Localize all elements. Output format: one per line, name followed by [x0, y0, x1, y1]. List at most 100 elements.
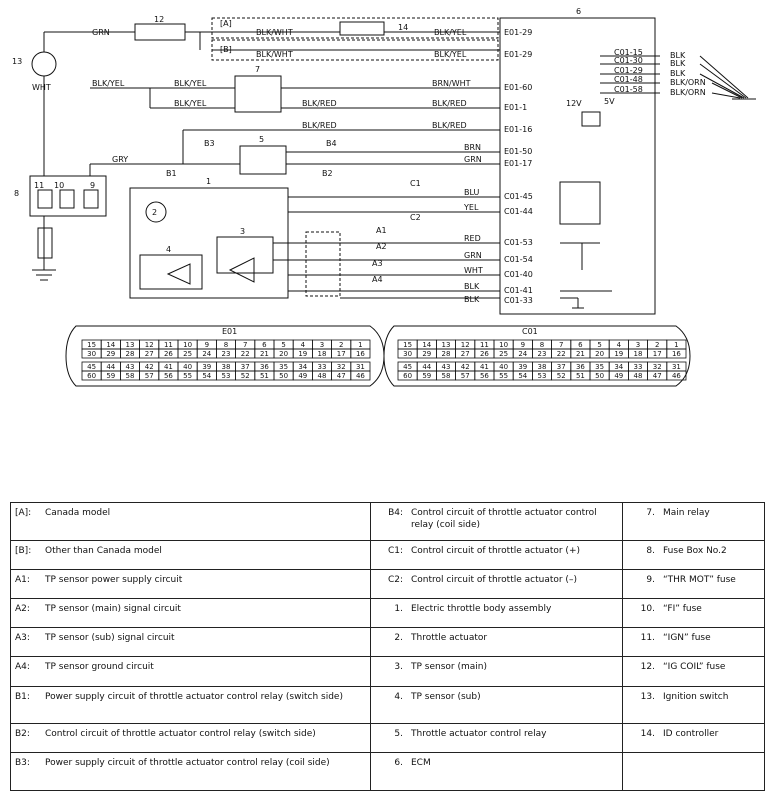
- wire-brn: BRN: [464, 143, 481, 152]
- legend-key: 3.: [394, 662, 403, 673]
- connector-pin-number: 60: [87, 372, 96, 380]
- pin-e01-29b: E01-29: [504, 50, 532, 59]
- fuse-box: [29, 175, 107, 217]
- connector-pin-number: 1: [674, 341, 678, 349]
- legend-cell: B3:Power supply circuit of throttle actu…: [10, 752, 371, 791]
- pin-c01-44: C01-44: [504, 207, 533, 216]
- wire-gnd-blk-orn1: BLK/ORN: [670, 78, 706, 87]
- connector-pin-number: 28: [442, 350, 451, 358]
- connector-pin-number: 56: [480, 372, 489, 380]
- connector-pin-number: 40: [183, 363, 192, 371]
- legend-cell: C2:Control circuit of throttle actuator …: [370, 568, 623, 599]
- connector-pin-number: 15: [403, 341, 412, 349]
- legend-key: 9.: [646, 574, 655, 585]
- wire-grn-17: GRN: [464, 155, 482, 164]
- throttle-actuator-motor: [145, 201, 167, 223]
- connector-pin-number: 49: [614, 372, 623, 380]
- wire-gnd-blk2: BLK: [670, 59, 686, 68]
- connector-pin-number: 27: [145, 350, 154, 358]
- connector-pin-number: 35: [595, 363, 604, 371]
- pin-c01-30: C01-30: [614, 56, 643, 65]
- legend-value: TP sensor (main) signal circuit: [45, 603, 181, 614]
- legend-key: 7.: [646, 508, 655, 518]
- connector-pin-cell: [666, 370, 687, 381]
- num-11: 11: [34, 181, 44, 190]
- pin-c01-53: C01-53: [504, 238, 533, 247]
- legend-cell: B2:Control circuit of throttle actuator …: [10, 723, 371, 754]
- connector-pin-number: 51: [260, 372, 269, 380]
- connector-pin-number: 43: [442, 363, 451, 371]
- connector-pin-number: 48: [318, 372, 327, 380]
- legend-cell: A3:TP sensor (sub) signal circuit: [10, 627, 371, 658]
- connector-pin-number: 8: [540, 341, 544, 349]
- legend-value: “IG COIL” fuse: [663, 662, 726, 673]
- connector-pin-number: 50: [595, 372, 604, 380]
- connector-pin-number: 50: [279, 372, 288, 380]
- legend-key: B4:: [388, 508, 403, 518]
- connector-pin-number: 59: [106, 372, 115, 380]
- legend-key: 5.: [394, 729, 403, 740]
- legend-cell: [B]:Other than Canada model: [10, 539, 371, 570]
- connector-pin-number: 23: [538, 350, 547, 358]
- pin-c01-58: C01-58: [614, 85, 643, 94]
- connector-pin-number: 4: [301, 341, 306, 349]
- ig-coil-fuse: [134, 23, 186, 41]
- legend-value: TP sensor (main): [411, 662, 487, 673]
- legend-value: Control circuit of throttle actuator (–): [411, 574, 577, 585]
- legend-cell: 13. Ignition switch: [622, 685, 765, 725]
- num-6: 6: [576, 7, 581, 16]
- voltage-12v: 12V: [566, 99, 582, 108]
- legend-cell: 8.Fuse Box No.2: [622, 539, 765, 570]
- legend-key: 8.: [646, 545, 655, 556]
- connector-pin-number: 41: [480, 363, 489, 371]
- wire-gnd-blk3: BLK: [670, 69, 686, 78]
- tag-b1: B1: [166, 169, 177, 178]
- legend-value: Main relay: [663, 508, 710, 518]
- connector-pin-number: 2: [339, 341, 343, 349]
- connector-pin-number: 49: [298, 372, 307, 380]
- tp-sensor-sub: [139, 254, 203, 290]
- ecm-box: [499, 17, 656, 315]
- connector-pin-number: 12: [145, 341, 154, 349]
- num-5: 5: [259, 135, 264, 144]
- num-7: 7: [255, 65, 260, 74]
- connector-pin-number: 13: [442, 341, 451, 349]
- wire-yel: YEL: [463, 203, 479, 212]
- wire-blk-wht-a: BLK/WHT: [256, 28, 293, 37]
- tag-b2: B2: [322, 169, 333, 178]
- wire-blk-red-ecm16: BLK/RED: [432, 121, 467, 130]
- num-3: 3: [240, 227, 245, 236]
- connector-pin-number: 2: [655, 341, 659, 349]
- tag-a2: A2: [376, 242, 387, 251]
- legend-cell: 6.ECM: [370, 752, 623, 791]
- connector-pin-number: 5: [597, 341, 601, 349]
- connector-pin-number: 52: [241, 372, 250, 380]
- connector-pin-number: 25: [183, 350, 192, 358]
- legend-value: Canada model: [45, 508, 111, 518]
- connector-pin-number: 34: [614, 363, 623, 371]
- legend-value: Ignition switch: [663, 691, 729, 702]
- connector-pin-number: 24: [518, 350, 527, 358]
- connector-pin-number: 14: [106, 341, 115, 349]
- wire-blk-yel-b: BLK/YEL: [434, 50, 467, 59]
- c01-connector-outline: [383, 325, 691, 387]
- connector-pin-number: 53: [538, 372, 547, 380]
- connector-pin-number: 33: [318, 363, 327, 371]
- tag-a1: A1: [376, 226, 387, 235]
- tag-b: [B]: [220, 45, 232, 54]
- connector-pin-number: 46: [672, 372, 681, 380]
- connector-pin-number: 18: [634, 350, 643, 358]
- legend-key: A3:: [15, 633, 30, 644]
- connector-pin-number: 17: [337, 350, 346, 358]
- wire-grn-54: GRN: [464, 251, 482, 260]
- pin-e01-60: E01-60: [504, 83, 532, 92]
- legend-cell: 14.ID controller: [622, 723, 765, 754]
- connector-pin-number: 32: [337, 363, 346, 371]
- legend-key: 13.: [640, 691, 655, 702]
- pin-c01-41: C01-41: [504, 286, 533, 295]
- connector-pin-number: 19: [298, 350, 307, 358]
- tag-c1: C1: [410, 179, 421, 188]
- legend-value: Control circuit of throttle actuator (+): [411, 545, 580, 556]
